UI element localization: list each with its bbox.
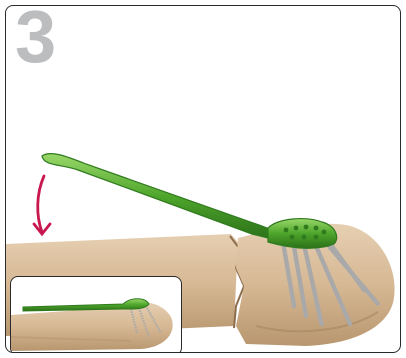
plate-shaft bbox=[42, 154, 282, 240]
inset-illustration bbox=[11, 277, 181, 353]
curved-arrow-down-icon bbox=[34, 176, 50, 234]
figure-frame: 3 bbox=[5, 5, 401, 353]
inset-plate bbox=[23, 299, 149, 311]
plate-head bbox=[268, 219, 337, 249]
inset-view bbox=[10, 276, 182, 353]
step-number: 3 bbox=[15, 5, 55, 74]
